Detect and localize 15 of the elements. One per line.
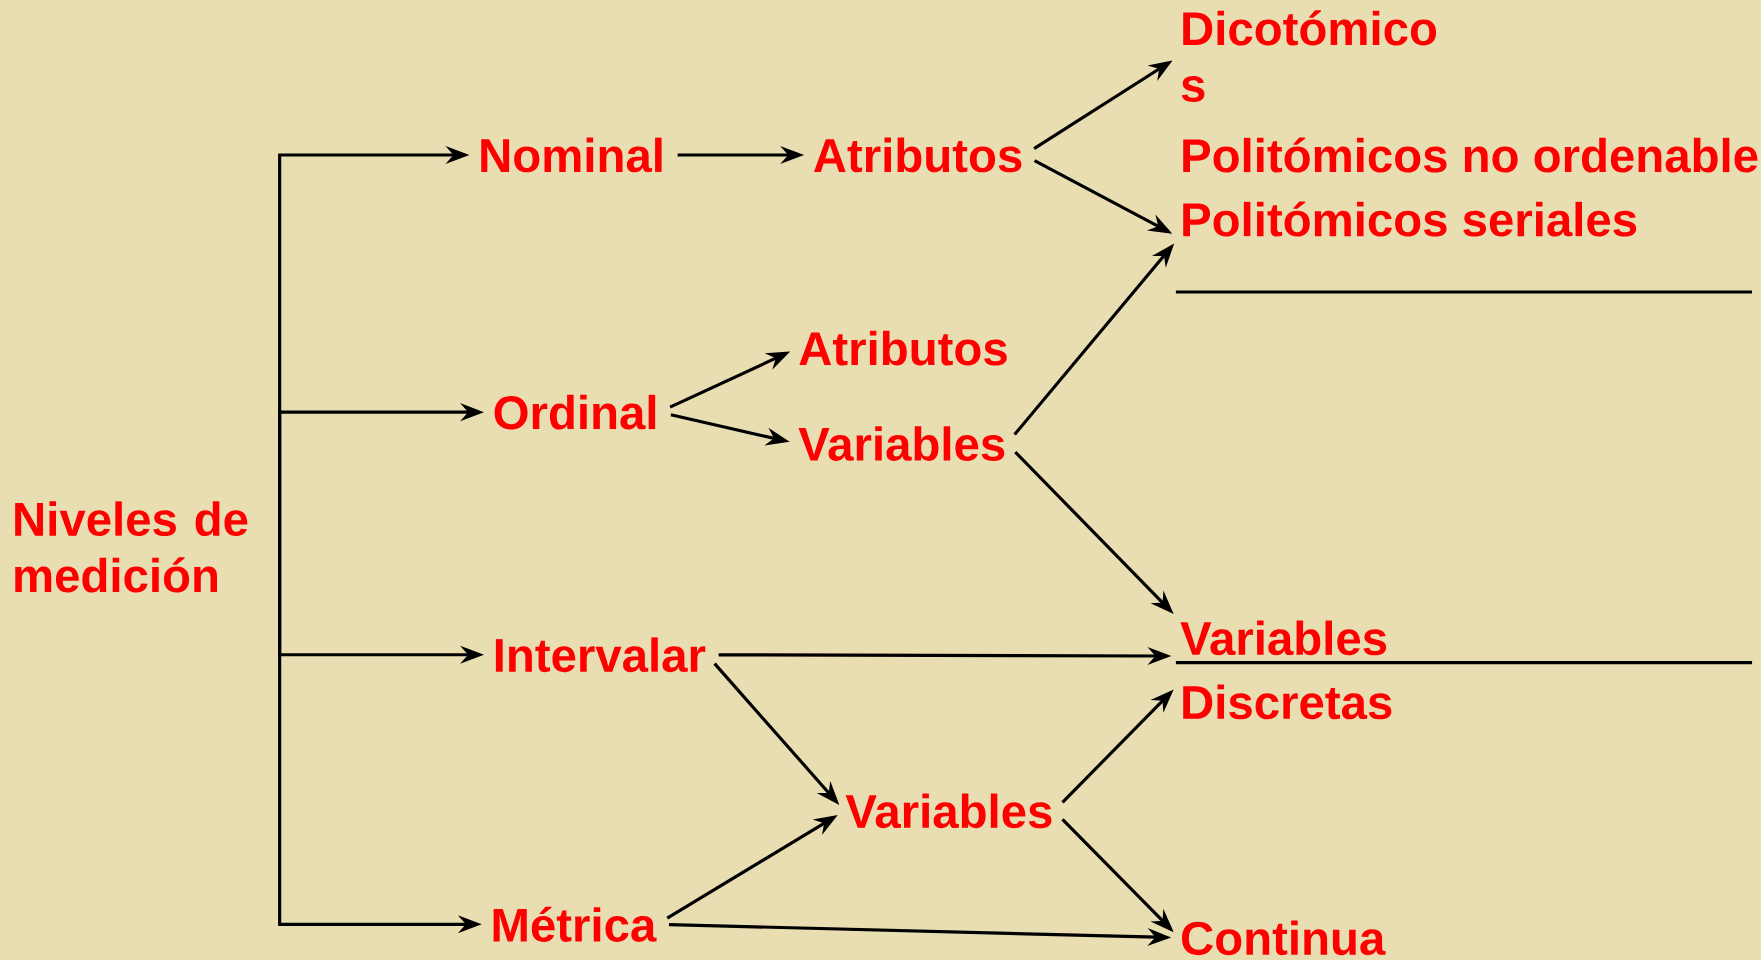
node-label: Variables [798,426,1005,461]
node-label: Variables [1180,620,1387,656]
node-label: Variables [845,793,1052,829]
node-label: Politómicos seriales [1183,201,1637,237]
node-label: Discretas [1183,684,1392,720]
node-label: Continua [1181,920,1386,956]
node-label: Intervalar [495,637,706,672]
node-label: Dicotómico s [1181,10,1437,102]
node-label: Métrica [493,906,657,942]
node-label: Atributos [813,137,1022,173]
node-label: Politómicos no ordenable [1183,137,1758,173]
node-label: Niveles de medición [15,501,248,593]
node-label: Ordinal [494,394,656,430]
node-label: Atributos [799,330,1007,366]
node-label: Nominal [481,137,662,173]
